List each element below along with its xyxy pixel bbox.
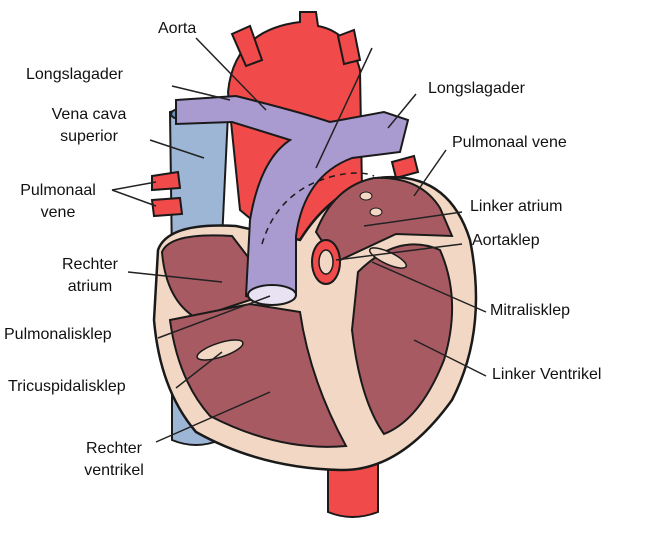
leader-mitralisklep xyxy=(371,261,487,313)
leader-rechter-ventrikel xyxy=(155,391,271,443)
left-atrium-vein-opening-1 xyxy=(359,191,373,201)
leader-vena-cava xyxy=(149,139,205,159)
leader-pulmonaal-vene-right xyxy=(413,149,447,197)
label-rechter-ventrikel-line1: Rechter xyxy=(85,440,143,457)
right-pulmonary-vein-lower xyxy=(150,196,184,218)
label-aortaklep: Aortaklep xyxy=(472,232,540,249)
left-atrium-chamber xyxy=(314,176,454,264)
leader-aorta xyxy=(195,37,267,111)
label-vena-cava-line2: superior xyxy=(60,128,118,145)
label-vena-cava-line1: Vena cava xyxy=(51,106,127,123)
leader-pulmonaal-vene-left-2 xyxy=(111,189,157,207)
leader-aortaklep xyxy=(335,243,463,261)
label-pulmonaal-vene-left-line1: Pulmonaal xyxy=(20,182,96,199)
label-linker-ventrikel: Linker Ventrikel xyxy=(492,366,602,383)
leader-linker-atrium xyxy=(363,211,463,227)
aorta-branch-left xyxy=(230,24,264,68)
aorta-branch-right xyxy=(336,28,362,66)
right-pulmonary-vein-upper xyxy=(151,170,182,192)
label-pulmonaal-vene-right: Pulmonaal vene xyxy=(452,134,567,151)
label-pulmonalisklep: Pulmonalisklep xyxy=(4,326,112,343)
tricuspid-valve-flap xyxy=(196,339,244,361)
label-longslagader-right: Longslagader xyxy=(428,80,525,97)
label-tricuspidalisklep: Tricuspidalisklep xyxy=(8,378,126,395)
label-rechter-atrium-line1: Rechter xyxy=(61,256,119,273)
label-pulmonaal-vene-left-line2: vene xyxy=(40,204,76,221)
label-longslagader-left: Longslagader xyxy=(26,66,123,83)
left-pulmonary-vein-upper xyxy=(390,154,420,180)
label-rechter-ventrikel-line2: ventrikel xyxy=(84,462,144,479)
leader-rechter-atrium xyxy=(127,271,223,283)
leader-pulmonaal-vene-left-1 xyxy=(111,181,157,191)
aortic-valve-inner xyxy=(318,249,334,275)
label-linker-atrium: Linker atrium xyxy=(470,198,563,215)
label-rechter-atrium-line2: atrium xyxy=(67,278,113,295)
pulmonary-artery xyxy=(175,94,410,301)
leader-longslagader-left xyxy=(171,85,231,101)
pulmonary-artery-dashed xyxy=(261,172,375,245)
label-aorta: Aorta xyxy=(158,20,197,37)
left-ventricle-chamber xyxy=(350,243,454,436)
left-atrium-vein-opening-2 xyxy=(369,207,383,217)
label-mitralisklep: Mitralisklep xyxy=(490,302,571,319)
leader-linker-ventrikel xyxy=(413,339,487,377)
leader-lines xyxy=(111,37,487,443)
leader-longslagader-right xyxy=(387,93,417,129)
leader-longslagader-top xyxy=(315,47,373,169)
leader-pulmonalisklep xyxy=(157,295,271,339)
leader-tricuspidalisklep xyxy=(175,351,223,389)
